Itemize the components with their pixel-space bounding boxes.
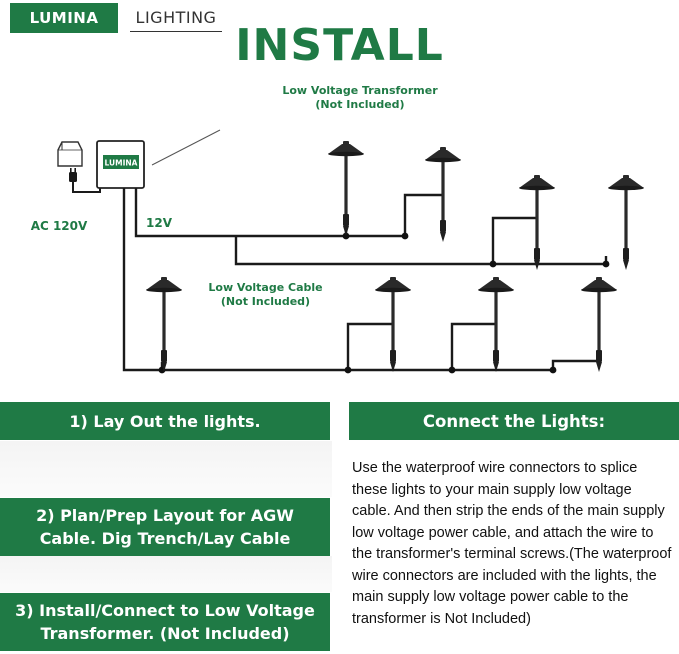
plug-icon	[69, 168, 101, 193]
path-light-icon	[608, 175, 644, 270]
brand-name: LUMINA	[29, 9, 99, 27]
step-2-text-line1: 2) Plan/Prep Layout for AGW	[36, 506, 294, 525]
dc-voltage-label: 12V	[146, 216, 172, 230]
step-spacer	[0, 441, 332, 497]
transformer-label-line1: Low Voltage Transformer	[282, 84, 438, 97]
wire-connectors	[158, 232, 610, 374]
transformer-label-line2: (Not Included)	[315, 98, 405, 111]
path-light-icon	[328, 141, 364, 236]
transformer-pointer	[151, 129, 221, 166]
connect-heading: Connect the Lights:	[349, 402, 679, 440]
connect-heading-text: Connect the Lights:	[422, 411, 606, 431]
transformer-badge: LUMINA	[105, 159, 138, 168]
wall-outlet-icon	[57, 141, 83, 167]
step-2-text-line2: Cable. Dig Trench/Lay Cable	[39, 529, 291, 548]
step-3-banner: 3) Install/Connect to Low Voltage Transf…	[0, 593, 330, 651]
step-3-text-line1: 3) Install/Connect to Low Voltage	[15, 601, 315, 620]
cable-label-line1: Low Voltage Cable	[208, 281, 323, 294]
cable-label: Low Voltage Cable (Not Included)	[198, 281, 333, 309]
path-light-icon	[146, 277, 182, 372]
transformer-icon	[96, 140, 145, 189]
step-1-banner: 1) Lay Out the lights.	[0, 402, 330, 440]
low-voltage-cable	[122, 188, 608, 372]
step-2-banner: 2) Plan/Prep Layout for AGW Cable. Dig T…	[0, 498, 330, 556]
step-3-text-line2: Transformer. (Not Included)	[40, 624, 290, 643]
step-spacer	[0, 556, 332, 592]
path-light-icon	[519, 175, 555, 270]
wiring-diagram: LUMINA	[57, 129, 644, 374]
page-title: INSTALL	[235, 20, 444, 71]
step-1-text: 1) Lay Out the lights.	[69, 411, 261, 431]
cable-label-line2: (Not Included)	[220, 295, 311, 308]
ac-voltage-label: AC 120V	[30, 219, 88, 233]
brand-lighting: LIGHTING	[130, 4, 222, 32]
brand-logo: LUMINA	[10, 3, 118, 33]
connect-description: Use the waterproof wire connectors to sp…	[352, 460, 672, 627]
transformer-label: Low Voltage Transformer (Not Included)	[270, 84, 450, 112]
path-light-icon	[581, 277, 617, 372]
